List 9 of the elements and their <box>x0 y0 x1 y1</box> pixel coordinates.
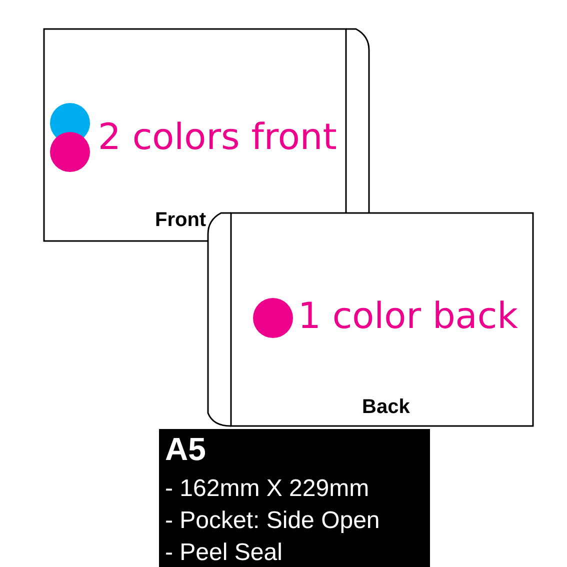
spec-line: - Peel Seal <box>165 541 282 565</box>
size-heading: A5 <box>165 433 206 465</box>
print-note: 1 color back <box>298 299 518 335</box>
side-label: Front <box>155 210 206 230</box>
spec-line: - Pocket: Side Open <box>165 509 380 533</box>
print-note: 2 colors front <box>98 120 337 156</box>
spec-line: - 162mm X 229mm <box>165 477 370 501</box>
spec-panel <box>159 429 430 567</box>
side-label: Back <box>362 397 410 417</box>
